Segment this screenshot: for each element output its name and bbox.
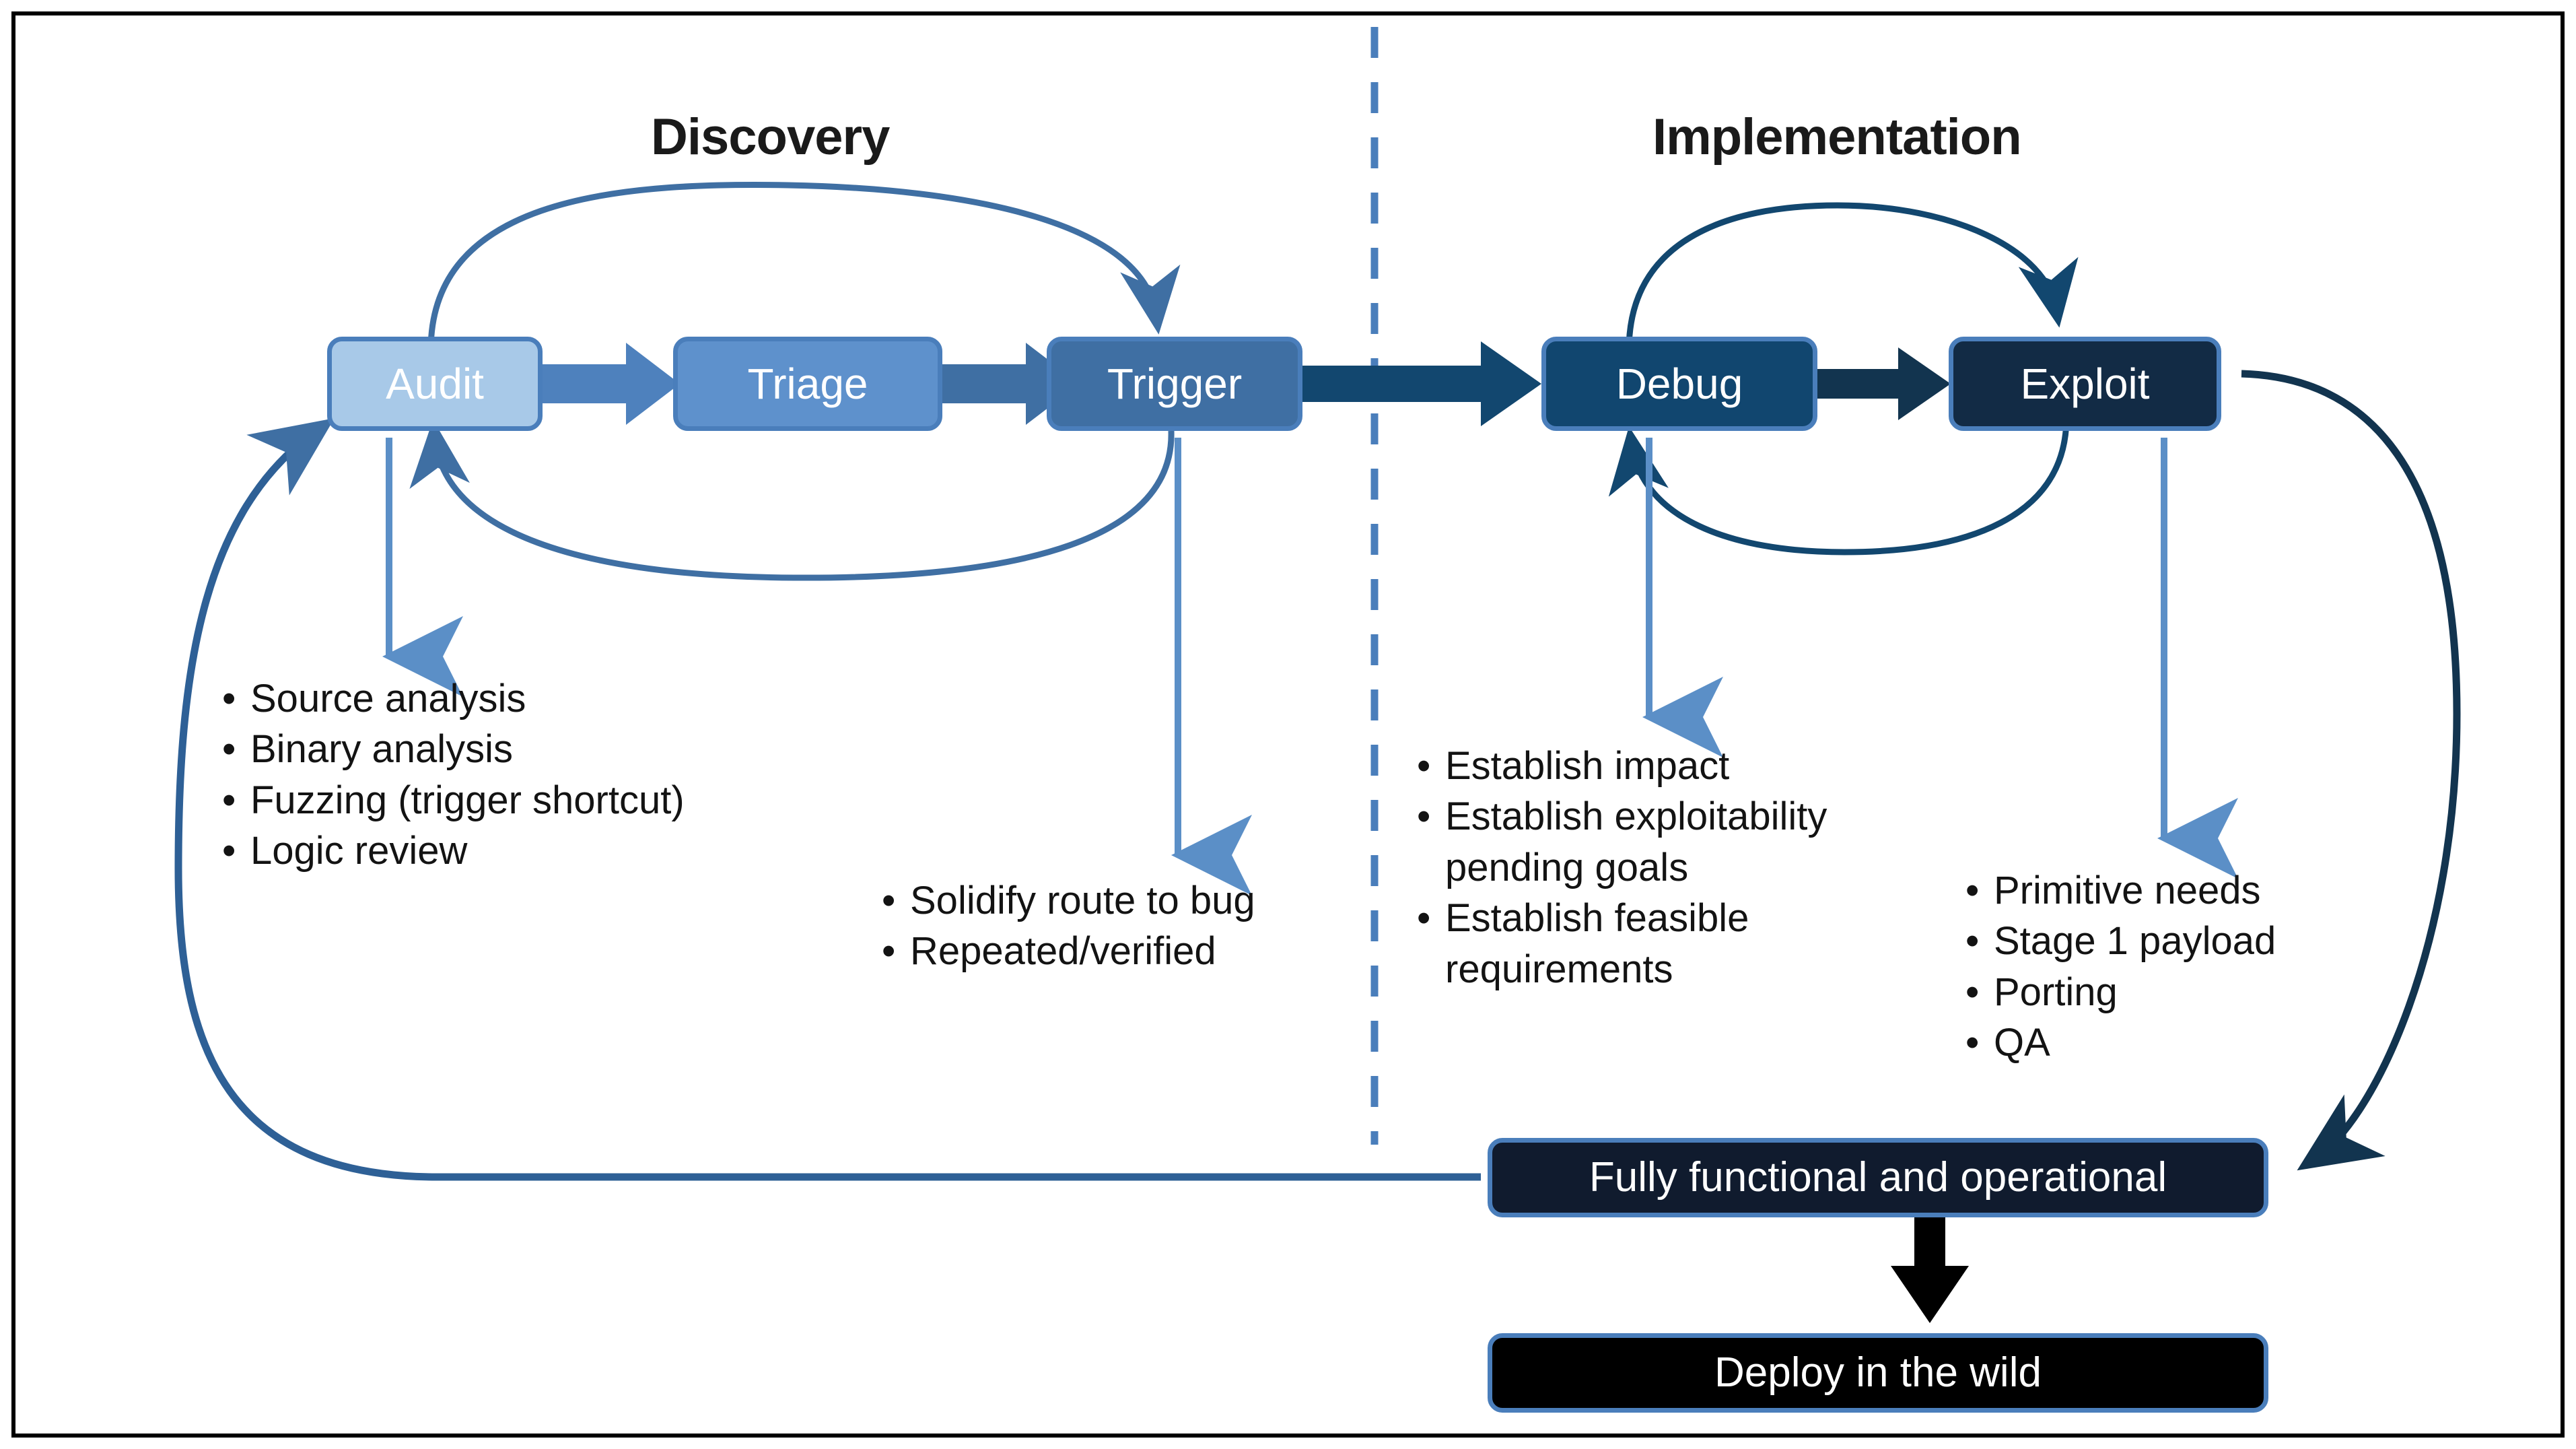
list-item-label: Porting bbox=[1994, 970, 2118, 1014]
node-audit[interactable]: Audit bbox=[327, 337, 543, 431]
arrow-debug-to-exploit bbox=[1817, 347, 1951, 420]
bullet-list-trigger: • Solidify route to bug • Repeated/verifie… bbox=[882, 875, 1393, 977]
node-exploit[interactable]: Exploit bbox=[1949, 337, 2221, 431]
bullet-marker: • bbox=[882, 879, 896, 922]
node-triage[interactable]: Triage bbox=[673, 337, 942, 431]
list-item-label: Solidify route to bug bbox=[910, 879, 1255, 922]
list-item-label: Source analysis bbox=[250, 677, 526, 720]
node-deploy-in-the-wild[interactable]: Deploy in the wild bbox=[1488, 1333, 2268, 1413]
bullet-marker: • bbox=[882, 929, 896, 974]
bullet-marker: • bbox=[1417, 795, 1431, 839]
list-item: • Binary analysis bbox=[222, 724, 828, 774]
node-fully-functional-operational[interactable]: Fully functional and operational bbox=[1488, 1138, 2268, 1217]
node-trigger[interactable]: Trigger bbox=[1047, 337, 1302, 431]
arrow-trigger-to-debug bbox=[1296, 341, 1541, 426]
list-item-label: Establish exploitability pending goals bbox=[1445, 795, 1827, 889]
list-item-label: QA bbox=[1994, 1021, 2050, 1065]
loop-exploit-to-operational bbox=[2241, 370, 2461, 1171]
arrow-audit-to-triage bbox=[543, 343, 680, 425]
arrow-triage-to-trigger bbox=[942, 343, 1080, 425]
list-item: • Fuzzing (trigger shortcut) bbox=[222, 775, 828, 825]
list-item: • Repeated/verified bbox=[882, 926, 1393, 976]
list-item-label: Stage 1 payload bbox=[1994, 919, 2276, 964]
bullet-marker: • bbox=[1965, 869, 1980, 912]
loop-exploit-to-debug-bottom bbox=[1608, 417, 2070, 555]
list-item-label: Logic review bbox=[250, 829, 468, 873]
list-item: • Solidify route to bug bbox=[882, 875, 1393, 926]
bullet-marker: • bbox=[222, 727, 236, 772]
bullet-list-exploit: • Primitive needs • Stage 1 payload • Porti… bbox=[1965, 865, 2437, 1069]
list-item-label: Primitive needs bbox=[1994, 869, 2261, 912]
bullet-marker: • bbox=[1417, 896, 1431, 941]
bullet-marker: • bbox=[222, 778, 236, 822]
list-item-label: Establish impact bbox=[1445, 744, 1730, 788]
list-item: • Porting bbox=[1965, 967, 2437, 1017]
bullet-marker: • bbox=[1965, 919, 1980, 964]
bullet-marker: • bbox=[222, 677, 236, 720]
arrow-operational-to-deploy bbox=[1891, 1212, 1969, 1323]
phase-title-implementation: Implementation bbox=[1652, 108, 2022, 166]
loop-operational-to-audit bbox=[174, 417, 1481, 1181]
loop-trigger-to-audit-bottom bbox=[409, 419, 1175, 581]
diagram-frame bbox=[11, 11, 2565, 1438]
list-item: • Primitive needs bbox=[1965, 865, 2437, 916]
bullet-list-audit: • Source analysis • Binary analysis • Fuzzi… bbox=[222, 673, 828, 877]
list-item: • QA bbox=[1965, 1017, 2437, 1068]
list-item-label: Establish feasible requirements bbox=[1445, 896, 1749, 991]
list-item-label: Fuzzing (trigger shortcut) bbox=[250, 778, 685, 822]
list-item: • Establish impact bbox=[1417, 741, 1949, 791]
list-item: • Logic review bbox=[222, 825, 828, 876]
list-item-label: Repeated/verified bbox=[910, 929, 1216, 974]
list-item: • Establish exploitability pending goals bbox=[1417, 791, 1949, 893]
bullet-marker: • bbox=[1417, 744, 1431, 788]
node-debug[interactable]: Debug bbox=[1541, 337, 1817, 431]
list-item: • Source analysis bbox=[222, 673, 828, 724]
bullet-marker: • bbox=[222, 829, 236, 873]
bullet-marker: • bbox=[1965, 970, 1980, 1014]
phase-title-discovery: Discovery bbox=[651, 108, 890, 166]
bullet-marker: • bbox=[1965, 1021, 1980, 1065]
loop-debug-to-exploit-top bbox=[1626, 202, 2079, 351]
list-item: • Establish feasible requirements bbox=[1417, 893, 1949, 995]
list-item: • Stage 1 payload bbox=[1965, 916, 2437, 966]
loop-audit-to-trigger-top bbox=[427, 182, 1181, 351]
list-item-label: Binary analysis bbox=[250, 727, 514, 772]
bullet-list-debug: • Establish impact • Establish exploitabil… bbox=[1417, 741, 1949, 995]
